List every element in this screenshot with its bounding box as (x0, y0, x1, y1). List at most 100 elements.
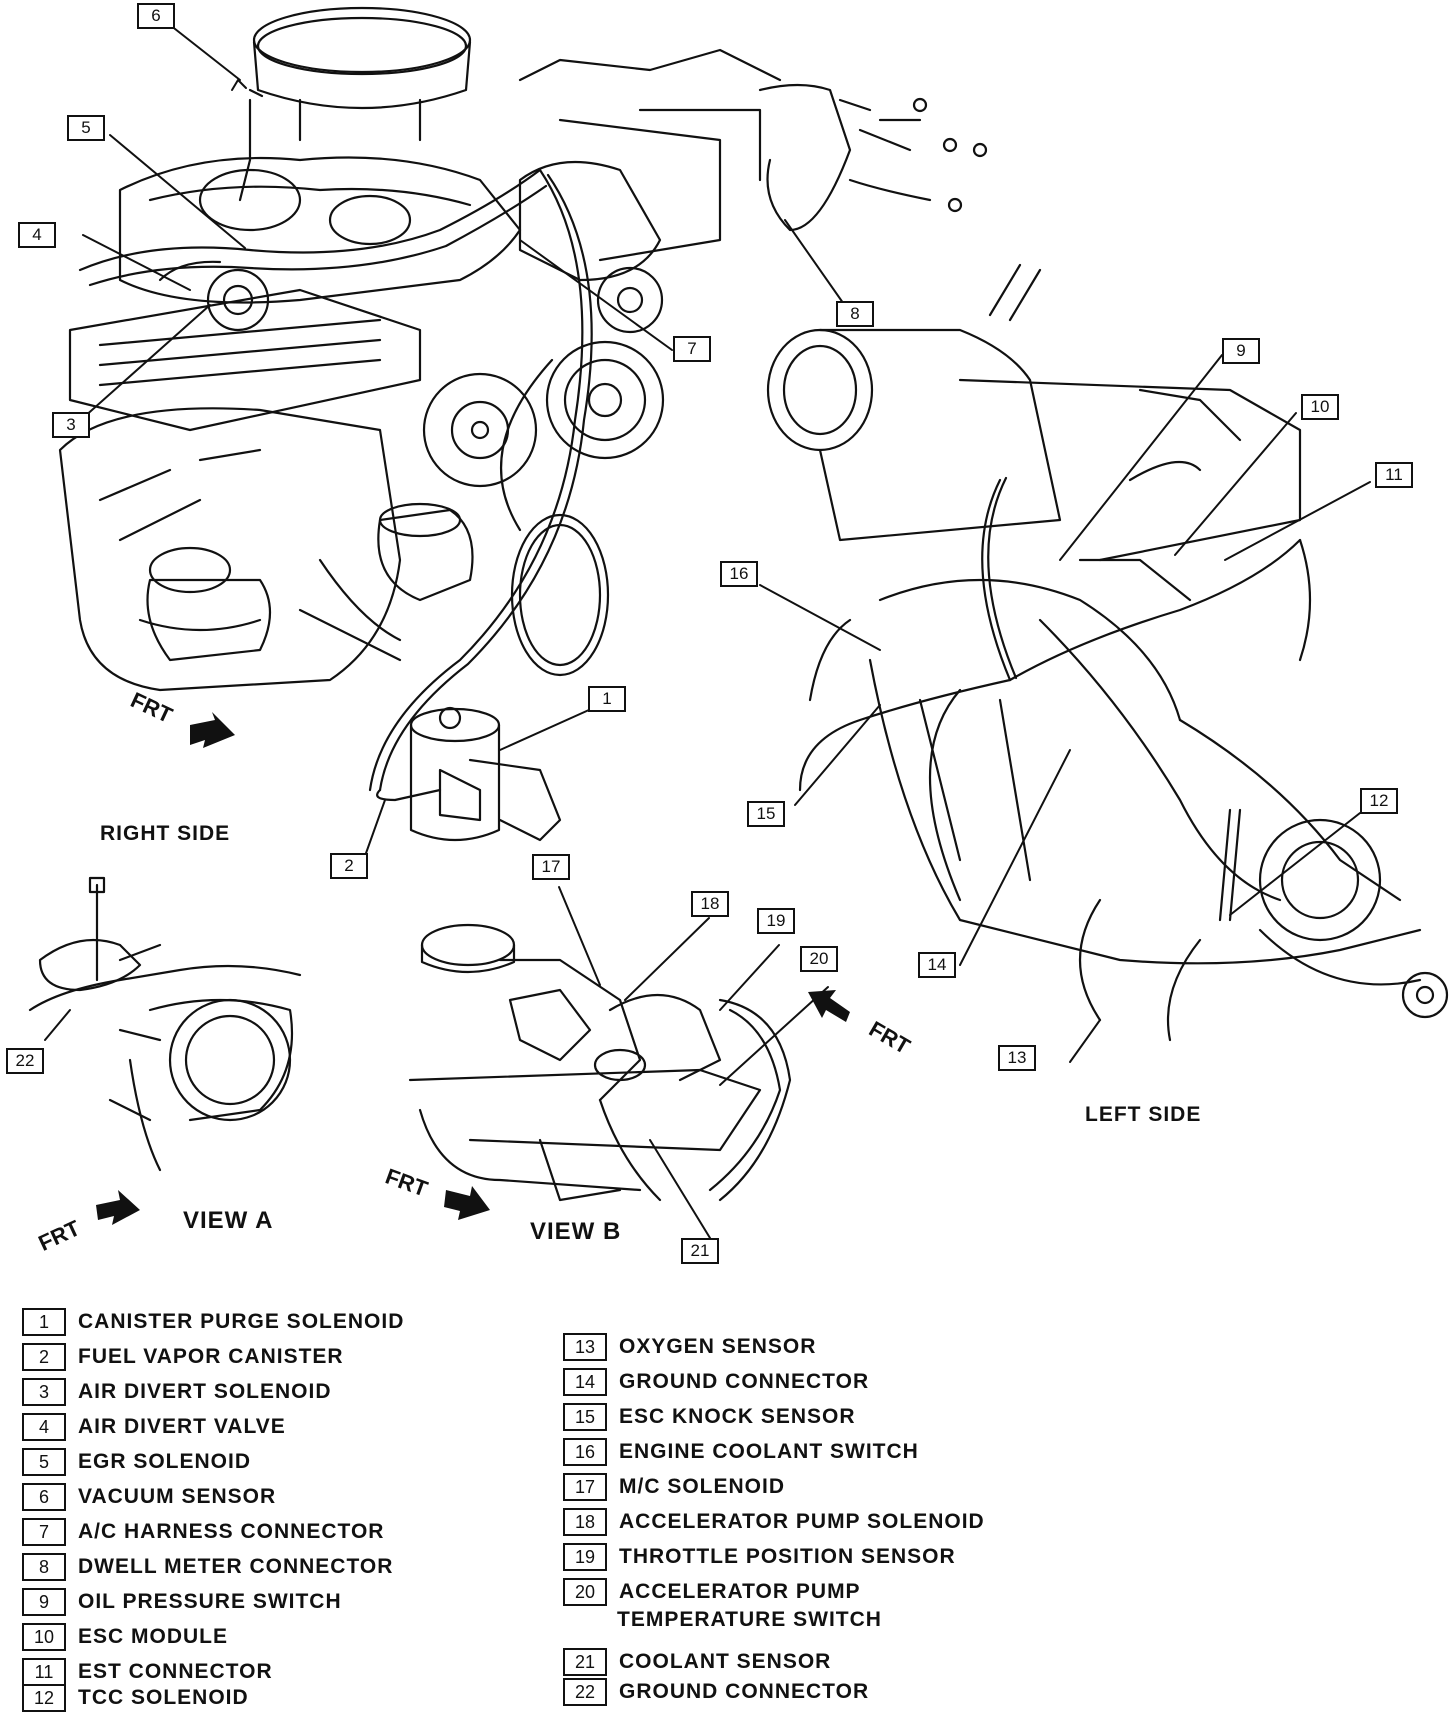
legend-number: 11 (22, 1658, 66, 1686)
legend-item: 8 DWELL METER CONNECTOR (22, 1552, 393, 1582)
left-side-label: LEFT SIDE (1085, 1103, 1202, 1126)
callout-11: 11 (1375, 462, 1413, 488)
legend-number: 13 (563, 1333, 607, 1361)
legend-number: 18 (563, 1508, 607, 1536)
callout-7: 7 (673, 336, 711, 362)
legend-number: 14 (563, 1368, 607, 1396)
callout-21: 21 (681, 1238, 719, 1264)
legend-text: AIR DIVERT SOLENOID (78, 1380, 332, 1403)
legend-number: 3 (22, 1378, 66, 1406)
legend-text: COOLANT SENSOR (619, 1650, 832, 1673)
view-b-label: VIEW B (530, 1218, 622, 1245)
legend-item: 21 COOLANT SENSOR (563, 1647, 831, 1677)
legend-item: 20 ACCELERATOR PUMP (563, 1577, 861, 1607)
fuel-vapor-canister-drawing (376, 706, 562, 842)
callout-9: 9 (1222, 338, 1260, 364)
legend-text: ESC KNOCK SENSOR (619, 1405, 856, 1428)
callout-12: 12 (1360, 788, 1398, 814)
legend-text: ACCELERATOR PUMP (619, 1580, 861, 1603)
callout-13: 13 (998, 1045, 1036, 1071)
legend-item: 15 ESC KNOCK SENSOR (563, 1402, 856, 1432)
legend-item: 18 ACCELERATOR PUMP SOLENOID (563, 1507, 985, 1537)
callout-15: 15 (747, 801, 785, 827)
callout-22: 22 (6, 1048, 44, 1074)
legend-item: 2 FUEL VAPOR CANISTER (22, 1342, 344, 1372)
view-a-drawing (28, 876, 302, 1172)
legend-item: 12 TCC SOLENOID (22, 1683, 249, 1713)
legend-number: 20 (563, 1578, 607, 1606)
legend-text: ENGINE COOLANT SWITCH (619, 1440, 919, 1463)
legend-number: 8 (22, 1553, 66, 1581)
legend-item: 19 THROTTLE POSITION SENSOR (563, 1542, 956, 1572)
legend-item: 17 M/C SOLENOID (563, 1472, 785, 1502)
frt-arrows (96, 712, 850, 1225)
callout-leader-lines (44, 24, 1371, 1239)
legend-number: 19 (563, 1543, 607, 1571)
legend-text: THROTTLE POSITION SENSOR (619, 1545, 956, 1568)
legend-text: OXYGEN SENSOR (619, 1335, 817, 1358)
legend-text: GROUND CONNECTOR (619, 1680, 870, 1703)
legend-item: 14 GROUND CONNECTOR (563, 1367, 869, 1397)
legend-number: 5 (22, 1448, 66, 1476)
view-a-label: VIEW A (183, 1207, 274, 1234)
legend-number: 12 (22, 1684, 66, 1712)
legend-text: GROUND CONNECTOR (619, 1370, 870, 1393)
legend-number: 10 (22, 1623, 66, 1651)
legend-text: FUEL VAPOR CANISTER (78, 1345, 344, 1368)
legend-number: 2 (22, 1343, 66, 1371)
right-side-engine-drawing (58, 6, 988, 792)
view-b-drawing (408, 923, 792, 1202)
legend-number: 21 (563, 1648, 607, 1676)
legend-text: TCC SOLENOID (78, 1686, 249, 1709)
left-side-engine-drawing (766, 263, 1449, 1042)
legend-text: AIR DIVERT VALVE (78, 1415, 286, 1438)
callout-2: 2 (330, 853, 368, 879)
legend-item: 5 EGR SOLENOID (22, 1447, 251, 1477)
legend-item: 7 A/C HARNESS CONNECTOR (22, 1517, 384, 1547)
legend-number: 17 (563, 1473, 607, 1501)
legend-item: 6 VACUUM SENSOR (22, 1482, 276, 1512)
legend-text: ACCELERATOR PUMP SOLENOID (619, 1510, 985, 1533)
legend-number: 6 (22, 1483, 66, 1511)
legend-text: M/C SOLENOID (619, 1475, 786, 1498)
callout-1: 1 (588, 686, 626, 712)
callout-18: 18 (691, 891, 729, 917)
callout-3: 3 (52, 412, 90, 438)
legend-number: 16 (563, 1438, 607, 1466)
legend-text: ESC MODULE (78, 1625, 229, 1648)
legend-text: VACUUM SENSOR (78, 1485, 277, 1508)
callout-6: 6 (137, 3, 175, 29)
legend-item: 16 ENGINE COOLANT SWITCH (563, 1437, 919, 1467)
legend-item: 9 OIL PRESSURE SWITCH (22, 1587, 342, 1617)
legend-text: EST CONNECTOR (78, 1660, 273, 1683)
callout-10: 10 (1301, 394, 1339, 420)
right-side-label: RIGHT SIDE (100, 822, 231, 845)
legend-item: 22 GROUND CONNECTOR (563, 1677, 869, 1707)
legend-text: OIL PRESSURE SWITCH (78, 1590, 342, 1613)
callout-16: 16 (720, 561, 758, 587)
legend-item: 10 ESC MODULE (22, 1622, 228, 1652)
legend-text-continued: TEMPERATURE SWITCH (617, 1608, 882, 1631)
callout-17: 17 (532, 854, 570, 880)
legend-number: 4 (22, 1413, 66, 1441)
callout-19: 19 (757, 908, 795, 934)
legend-number: 15 (563, 1403, 607, 1431)
callout-8: 8 (836, 301, 874, 327)
legend-text: DWELL METER CONNECTOR (78, 1555, 394, 1578)
legend-number: 22 (563, 1678, 607, 1706)
legend-text: A/C HARNESS CONNECTOR (78, 1520, 385, 1543)
callout-5: 5 (67, 115, 105, 141)
callout-20: 20 (800, 946, 838, 972)
legend-item: 13 OXYGEN SENSOR (563, 1332, 816, 1362)
legend-item: 4 AIR DIVERT VALVE (22, 1412, 286, 1442)
legend-text: EGR SOLENOID (78, 1450, 252, 1473)
callout-14: 14 (918, 952, 956, 978)
legend-item: 3 AIR DIVERT SOLENOID (22, 1377, 332, 1407)
legend-item: 1 CANISTER PURGE SOLENOID (22, 1307, 404, 1337)
legend-number: 7 (22, 1518, 66, 1546)
callout-4: 4 (18, 222, 56, 248)
legend-number: 1 (22, 1308, 66, 1336)
legend-text: CANISTER PURGE SOLENOID (78, 1310, 405, 1333)
